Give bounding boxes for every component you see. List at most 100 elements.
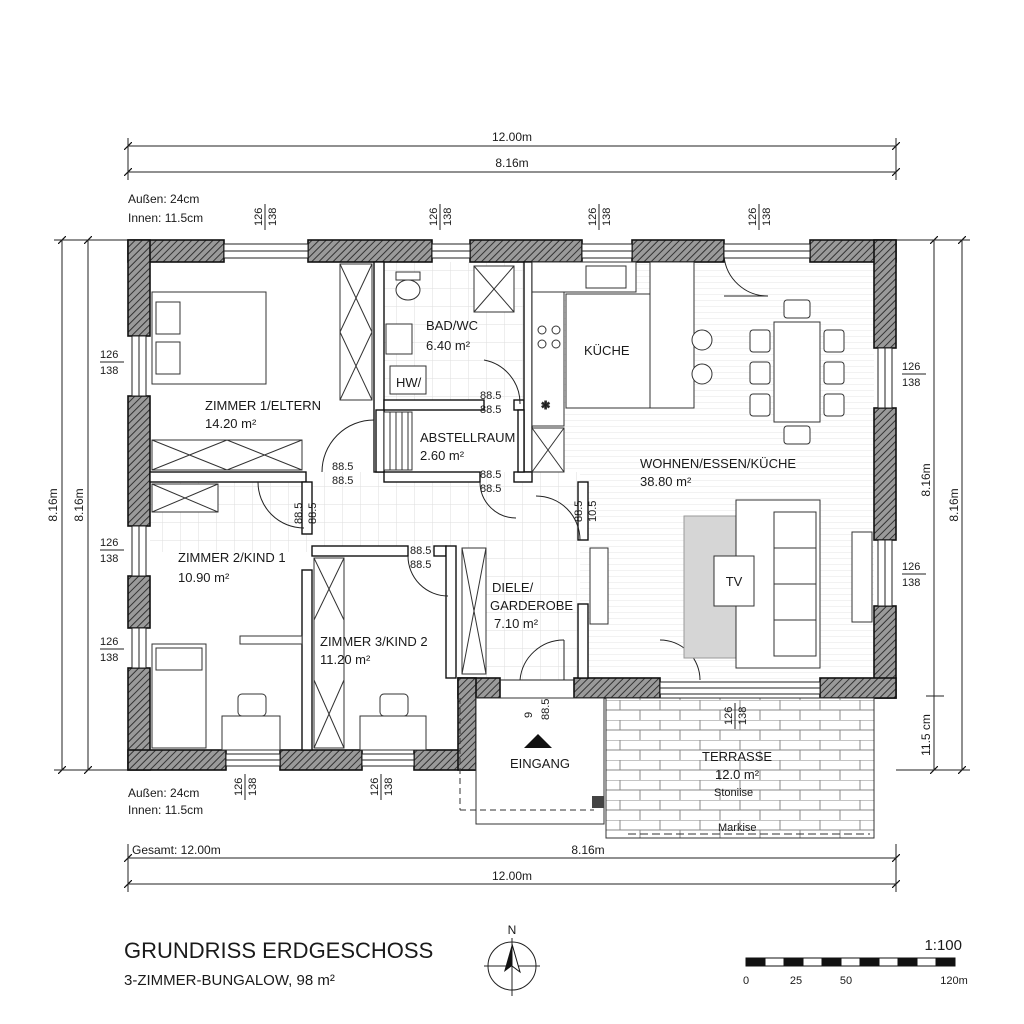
room-area-terrasse: 12.0 m² — [715, 767, 760, 782]
door-dim-eltern-2: 88.5 — [332, 475, 353, 487]
room-area-wohnen: 38.80 m² — [640, 474, 692, 489]
bottom-total-dim: 12.00m — [492, 869, 532, 883]
dimension-lines-right: 8.16m 8.16m 11.5 cm — [896, 240, 970, 770]
room-name-wohnen: WOHNEN/ESSEN/KÜCHE — [640, 456, 796, 471]
scale-segment-5 — [840, 957, 861, 967]
scale-segment-2 — [783, 957, 804, 967]
room-area-eltern: 14.20 m² — [205, 416, 257, 431]
scale-segment-10 — [935, 957, 956, 967]
scale-segment-1 — [764, 957, 785, 967]
top-inner-dim: 8.16m — [495, 156, 528, 170]
scale-segments — [745, 957, 956, 967]
wall-note-bottom-inner: Innen: 11.5cm — [128, 803, 203, 817]
scale-tick-50: 50 — [840, 975, 852, 987]
window-dim-vertical-1-1: 138 — [442, 208, 454, 226]
door-dim-bad-1: 88.5 — [480, 390, 501, 402]
room-note-bad: HW/ — [396, 375, 422, 390]
scale-segment-8 — [897, 957, 918, 967]
window-dim-horizontal-1-1: 138 — [100, 553, 118, 565]
window-dim-vertical-4-1: 138 — [383, 778, 395, 796]
dimension-lines-top: 12.00m 8.16m — [128, 130, 896, 180]
scale-bar: 1:100 0 25 50 120m — [743, 937, 968, 987]
door-dim-kind2-2: 88.5 — [410, 559, 431, 571]
door-dim-abstell-1: 88.5 — [480, 469, 501, 481]
window-dim-horizontal-4-0: 126 — [902, 561, 920, 573]
right-outer-dim: 8.16m — [947, 488, 961, 521]
living-furniture — [589, 499, 873, 669]
window-dim-horizontal-3-0: 126 — [902, 361, 920, 373]
scale-segment-6 — [859, 957, 880, 967]
dimension-lines-left: 8.16m 8.16m — [46, 240, 128, 770]
left-outer-dim: 8.16m — [46, 488, 60, 521]
door-dimension-labels: 88.5 88.5 88.5 88.5 88.5 88.5 88.5 88.5 … — [293, 390, 599, 720]
room-area-bad: 6.40 m² — [426, 338, 471, 353]
top-total-dim: 12.00m — [492, 130, 532, 144]
window-dim-vertical-0-1: 138 — [267, 208, 279, 226]
hall-tiles — [150, 472, 580, 552]
interior-walls — [149, 261, 589, 751]
scale-segment-3 — [802, 957, 823, 967]
window-dim-horizontal-0-1: 138 — [100, 365, 118, 377]
window-dim-vertical-0-0: 126 — [253, 208, 265, 226]
terrace — [605, 697, 875, 839]
room-labels: ZIMMER 1/ELTERN 14.20 m² BAD/WC 6.40 m² … — [178, 318, 796, 834]
door-dim-eingang-1: 9 — [523, 712, 535, 718]
scale-segment-0 — [745, 957, 766, 967]
door-dim-kind2-1: 88.5 — [410, 545, 431, 557]
scale-tick-25: 25 — [790, 975, 802, 987]
window-dim-vertical-4-0: 126 — [369, 778, 381, 796]
window-dim-vertical-3-1: 138 — [761, 208, 773, 226]
scale-segment-7 — [878, 957, 899, 967]
window-dim-vertical-1-0: 126 — [428, 208, 440, 226]
bottom-total-label: Gesamt: 12.00m — [132, 843, 221, 857]
window-dim-vertical-3-0: 126 — [747, 208, 759, 226]
door-dim-wohnen-2: 10.5 — [587, 501, 599, 522]
scale-label: 1:100 — [924, 937, 962, 954]
scale-tick-120: 120m — [940, 975, 968, 987]
door-dim-kind1-2: 88.5 — [307, 503, 319, 524]
kitchen-fixtures: ✱ — [531, 261, 713, 427]
wall-note-top-inner: Innen: 11.5cm — [128, 211, 203, 225]
window-dim-vertical-2-1: 138 — [601, 208, 613, 226]
room-name-eltern: ZIMMER 1/ELTERN — [205, 398, 321, 413]
room-name-abstell: ABSTELLRAUM — [420, 430, 515, 445]
north-arrow-icon: N — [484, 923, 540, 996]
scale-tick-0: 0 — [743, 975, 749, 987]
left-inner-dim: 8.16m — [72, 488, 86, 521]
awning-label: Markise — [718, 822, 757, 834]
entrance-arrow-icon — [524, 734, 552, 748]
window-dim-horizontal-0-0: 126 — [100, 349, 118, 361]
wardrobes — [151, 263, 565, 749]
right-terrace-dim: 11.5 cm — [919, 714, 933, 756]
scale-segment-9 — [916, 957, 937, 967]
scale-segment-4 — [821, 957, 842, 967]
room-name-kind2: ZIMMER 3/KIND 2 — [320, 634, 428, 649]
north-label: N — [508, 923, 517, 937]
tv-label: TV — [726, 574, 743, 589]
wall-note-bottom-outer: Außen: 24cm — [128, 786, 199, 800]
window-dim-horizontal-3-1: 138 — [902, 377, 920, 389]
door-dim-eltern-1: 88.5 — [332, 461, 353, 473]
windows — [131, 243, 893, 767]
room-name-terrasse: TERRASSE — [702, 749, 772, 764]
furniture-bedrooms — [151, 291, 427, 751]
window-dim-vertical-6-1: 138 — [737, 707, 749, 725]
window-dim-horizontal-2-1: 138 — [100, 652, 118, 664]
dimension-lines-bottom: Gesamt: 12.00m 8.16m 12.00m — [128, 843, 896, 892]
room-area-abstell: 2.60 m² — [420, 448, 465, 463]
room-name-diele: DIELE/ — [492, 580, 534, 595]
plan-subtitle: 3-ZIMMER-BUNGALOW, 98 m² — [124, 972, 335, 989]
window-dim-vertical-2-0: 126 — [587, 208, 599, 226]
entrance-area — [459, 697, 605, 825]
terrace-material: Stoniise — [714, 787, 753, 799]
room-area-kind2: 11.20 m² — [320, 652, 371, 667]
bathroom-fixtures — [385, 265, 515, 395]
window-dim-horizontal-4-1: 138 — [902, 577, 920, 589]
window-dim-vertical-6-0: 126 — [723, 707, 735, 725]
window-dim-horizontal-2-0: 126 — [100, 636, 118, 648]
room-area-diele: 7.10 m² — [494, 616, 539, 631]
door-dim-bad-2: 88.5 — [480, 404, 501, 416]
window-dim-vertical-5-1: 138 — [247, 778, 259, 796]
bottom-inner-dim: 8.16m — [571, 843, 604, 857]
